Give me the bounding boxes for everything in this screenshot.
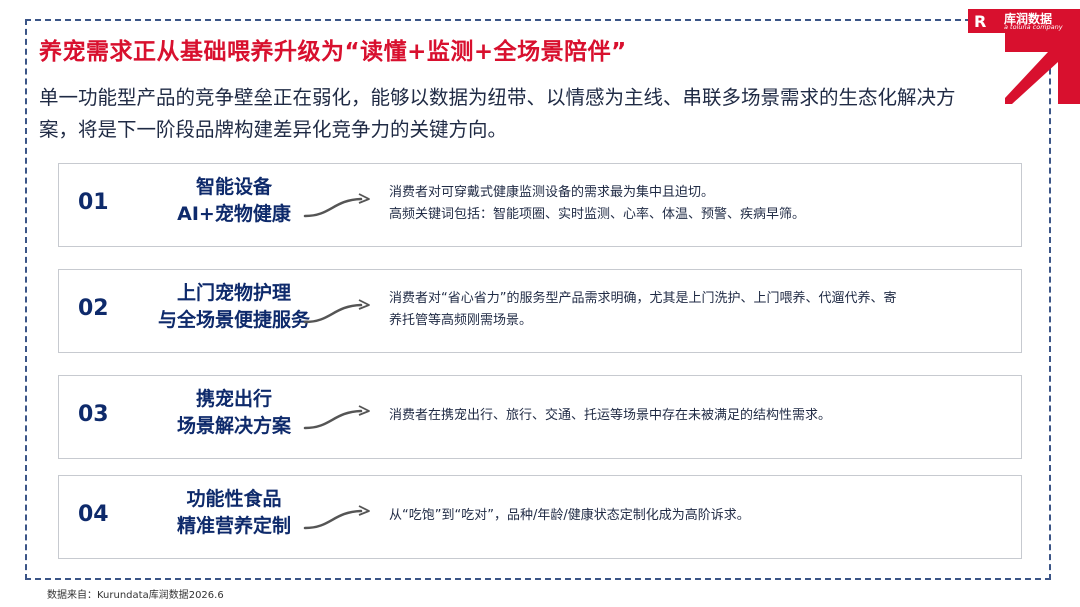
source-note: 数据来自：Kurundata库润数据2026.6 <box>47 590 224 601</box>
card-category-line1: 携宠出行 <box>195 388 272 410</box>
card-description: 消费者对“省心省力”的服务型产品需求明确，尤其是上门洗护、上门喂养、代遛代养、寄… <box>389 288 1009 332</box>
card-description-line2: 高频关键词包括：智能项圈、实时监测、心率、体温、预警、疾病早筛。 <box>389 207 806 222</box>
category-card: 02 上门宠物护理 与全场景便捷服务 消费者对“省心省力”的服务型产品需求明确，… <box>58 269 1022 353</box>
card-category-line2: 与全场景便捷服务 <box>157 309 310 331</box>
logo-subtitle: a toluna company <box>1004 23 1063 31</box>
dashed-frame <box>25 19 1051 580</box>
category-card: 04 功能性食品 精准营养定制 从“吃饱”到“吃对”，品种/年龄/健康状态定制化… <box>58 475 1022 559</box>
card-description-line1: 消费者对“省心省力”的服务型产品需求明确，尤其是上门洗护、上门喂养、代遛代养、寄 <box>389 291 897 306</box>
curved-arrow-icon <box>303 299 370 324</box>
card-category-line1: 功能性食品 <box>186 488 282 510</box>
logo-mark: R <box>974 12 986 31</box>
card-description: 从“吃饱”到“吃对”，品种/年龄/健康状态定制化成为高阶诉求。 <box>389 505 1009 527</box>
card-category-line2: 精准营养定制 <box>176 515 291 537</box>
card-category: 携宠出行 场景解决方案 <box>139 386 329 440</box>
card-number: 03 <box>78 402 109 427</box>
logo: R 库润数据 a toluna company <box>968 0 1080 104</box>
card-number: 04 <box>78 502 109 527</box>
intro-paragraph: 单一功能型产品的竞争壁垒正在弱化，能够以数据为纽带、以情感为主线、串联多场景需求… <box>39 86 956 141</box>
logo-name: 库润数据 <box>1004 12 1053 26</box>
card-number: 01 <box>78 190 109 215</box>
curved-arrow-icon <box>303 193 370 218</box>
card-category-line1: 智能设备 <box>195 176 272 198</box>
arrow-up-right-icon <box>1005 33 1080 104</box>
curved-arrow-icon <box>303 405 370 430</box>
card-description-line1: 消费者在携宠出行、旅行、交通、托运等场景中存在未被满足的结构性需求。 <box>389 408 832 423</box>
logo-badge: R 库润数据 a toluna company <box>968 9 1080 33</box>
page-title: 养宠需求正从基础喂养升级为“读懂+监测+全场景陪伴” <box>39 39 627 65</box>
card-description: 消费者在携宠出行、旅行、交通、托运等场景中存在未被满足的结构性需求。 <box>389 405 1009 427</box>
card-category: 智能设备 AI+宠物健康 <box>139 174 329 228</box>
card-category-line2: AI+宠物健康 <box>177 203 291 225</box>
card-number: 02 <box>78 296 109 321</box>
card-category: 上门宠物护理 与全场景便捷服务 <box>139 280 329 334</box>
category-card: 03 携宠出行 场景解决方案 消费者在携宠出行、旅行、交通、托运等场景中存在未被… <box>58 375 1022 459</box>
card-description: 消费者对可穿戴式健康监测设备的需求最为集中且迫切。 高频关键词包括：智能项圈、实… <box>389 182 1009 226</box>
card-category: 功能性食品 精准营养定制 <box>139 486 329 540</box>
card-category-line1: 上门宠物护理 <box>176 282 291 304</box>
curved-arrow-icon <box>303 505 370 530</box>
card-description-line2: 养托管等高频刚需场景。 <box>389 313 533 328</box>
category-card: 01 智能设备 AI+宠物健康 消费者对可穿戴式健康监测设备的需求最为集中且迫切… <box>58 163 1022 247</box>
card-description-line1: 消费者对可穿戴式健康监测设备的需求最为集中且迫切。 <box>389 185 715 200</box>
card-description-line1: 从“吃饱”到“吃对”，品种/年龄/健康状态定制化成为高阶诉求。 <box>389 508 750 523</box>
card-category-line2: 场景解决方案 <box>176 415 291 437</box>
